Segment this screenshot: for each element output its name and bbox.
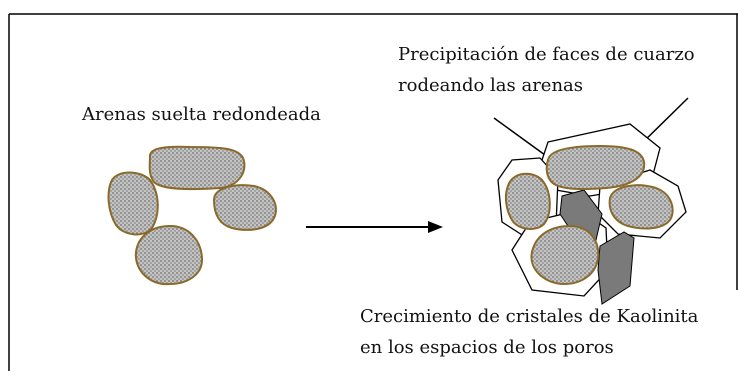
kaolinite-label-line1: Crecimiento de cristales de Kaolinita xyxy=(360,306,699,327)
sand-grain xyxy=(148,145,246,191)
quartz-label-line1: Precipitación de faces de cuarzo xyxy=(398,44,695,65)
sand-grain xyxy=(608,184,674,230)
sand-grain xyxy=(504,172,551,230)
sand-grain xyxy=(545,144,646,190)
figure-frame xyxy=(8,13,738,371)
sand-grain xyxy=(212,184,277,231)
loose-sands-label: Arenas suelta redondeada xyxy=(82,104,321,125)
cemented-sand-grains xyxy=(493,97,689,305)
kaolinite-label-line2: en los espacios de los poros xyxy=(360,337,614,358)
kaolinite-crystal xyxy=(597,231,635,305)
sand-grain xyxy=(134,224,204,286)
sand-grain xyxy=(530,224,600,286)
transformation-arrow xyxy=(306,221,443,233)
quartz-label-line2: rodeando las arenas xyxy=(398,75,584,96)
loose-sand-grains xyxy=(107,145,277,286)
pointer-line xyxy=(493,117,546,156)
sand-grain xyxy=(107,171,159,236)
